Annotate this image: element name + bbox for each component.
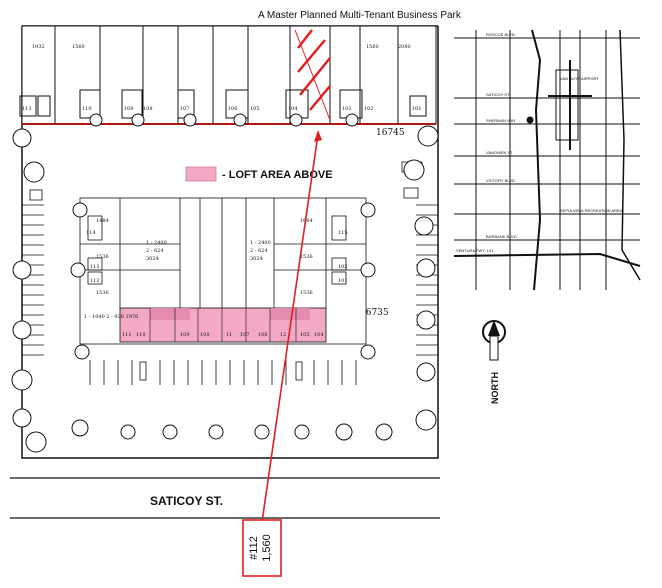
unit-label: 106 [228, 106, 238, 112]
center-right-unit-area: 1536 [300, 254, 313, 260]
center-left-unit-label: 113 [90, 264, 100, 270]
center-right-unit-label: 102 [338, 264, 348, 270]
unit-label: 107 [180, 106, 190, 112]
vicinity-street-labels: ROSCOE BLVD. SATICOY ST. SHERMAN WAY VAN… [456, 32, 623, 253]
unit-area: 1932 [32, 44, 45, 50]
loft-unit-area: 1 - 1040 2 - 936 1976 [84, 314, 138, 320]
loft-legend-label: - LOFT AREA ABOVE [222, 169, 333, 181]
unit-label: 105 [250, 106, 260, 112]
loft-unit-label: 110 [136, 332, 146, 338]
center-right-unit-label: 101 [338, 278, 348, 284]
unit-label: 110 [82, 106, 92, 112]
loft-unit-label: 12 [280, 332, 286, 338]
center-labels: 1484 114 1536 113 1536 112 1 - 2400 2 - … [84, 218, 348, 338]
unit-label: 109 [124, 106, 134, 112]
street-label: SATICOY ST. [486, 92, 510, 97]
callout-unit: #112 [248, 536, 260, 560]
unit-label: 102 [364, 106, 374, 112]
center-right-unit-area: 1664 [300, 218, 313, 224]
street-label: VANOWEN ST. [486, 150, 513, 155]
unit-area: 1560 [366, 44, 379, 50]
callout-size: 1,560 [261, 534, 273, 562]
street-name: SATICOY ST. [150, 494, 223, 508]
loft-unit-label: 109 [180, 332, 190, 338]
north-arrow [482, 320, 506, 361]
unit-label: 101 [412, 106, 422, 112]
north-building [19, 25, 437, 125]
street-label: SEPULVEDA RECREATION AREA [560, 208, 623, 213]
loft-unit-label: 108 [200, 332, 210, 338]
loft-unit-label: 111 [122, 332, 132, 338]
loft-unit-label: 107 [240, 332, 250, 338]
center-left-unit-label: 114 [86, 230, 96, 236]
north-arrow-label: NORTH [490, 372, 500, 404]
street-label: SHERMAN WAY [486, 118, 516, 123]
center-left-unit-area: 1536 [96, 290, 109, 296]
south-address: 16735 [360, 308, 389, 318]
street-label: VENTURA FWY. 101 [456, 248, 494, 253]
north-address: 16745 [376, 128, 405, 138]
loft-unit-label: 105 [300, 332, 310, 338]
loft-row [119, 307, 327, 343]
north-unit-labels: 113 110 109 108 107 106 105 104 103 102 … [22, 44, 422, 112]
street-label: VAN NUYS AIRPORT [560, 76, 599, 81]
center-right-unit-area: 1536 [300, 290, 313, 296]
center-unit-label: 1 - 2400 [250, 240, 271, 246]
loft-unit-label: 106 [258, 332, 268, 338]
center-unit-label: 1 - 2400 [146, 240, 167, 246]
callout-leader-line [261, 133, 319, 523]
loft-legend-swatch [185, 166, 217, 182]
center-unit-total: 3024 [146, 256, 159, 262]
center-unit-sub: 2 - 624 [146, 248, 164, 254]
street-label: BURBANK BLVD. [486, 234, 518, 239]
center-left-unit-area: 1536 [96, 254, 109, 260]
header-title: A Master Planned Multi-Tenant Business P… [258, 10, 462, 21]
highlighted-unit-hatch [294, 29, 331, 121]
center-right-unit-label: 115 [338, 230, 348, 236]
unit-label: 113 [22, 106, 32, 112]
unit-area: 2080 [398, 44, 411, 50]
street-label: ROSCOE BLVD. [486, 32, 516, 37]
center-unit-total: 3024 [250, 256, 263, 262]
unit-label: 108 [143, 106, 153, 112]
landscape-trees [11, 113, 439, 453]
unit-callout-text: #112 1,560 [248, 534, 273, 562]
loft-unit-label: 104 [314, 332, 324, 338]
unit-area: 1560 [72, 44, 85, 50]
vicinity-map [453, 29, 641, 291]
center-left-unit-label: 112 [90, 278, 100, 284]
loft-unit-label: 11 [226, 332, 232, 338]
unit-label: 103 [342, 106, 352, 112]
center-unit-sub: 2 - 624 [250, 248, 268, 254]
center-left-unit-area: 1484 [96, 218, 109, 224]
unit-label: 104 [288, 106, 298, 112]
callout-arrowhead [314, 130, 322, 142]
unit-callout-box [242, 519, 282, 577]
street-label: VICTORY BLVD. [486, 178, 516, 183]
